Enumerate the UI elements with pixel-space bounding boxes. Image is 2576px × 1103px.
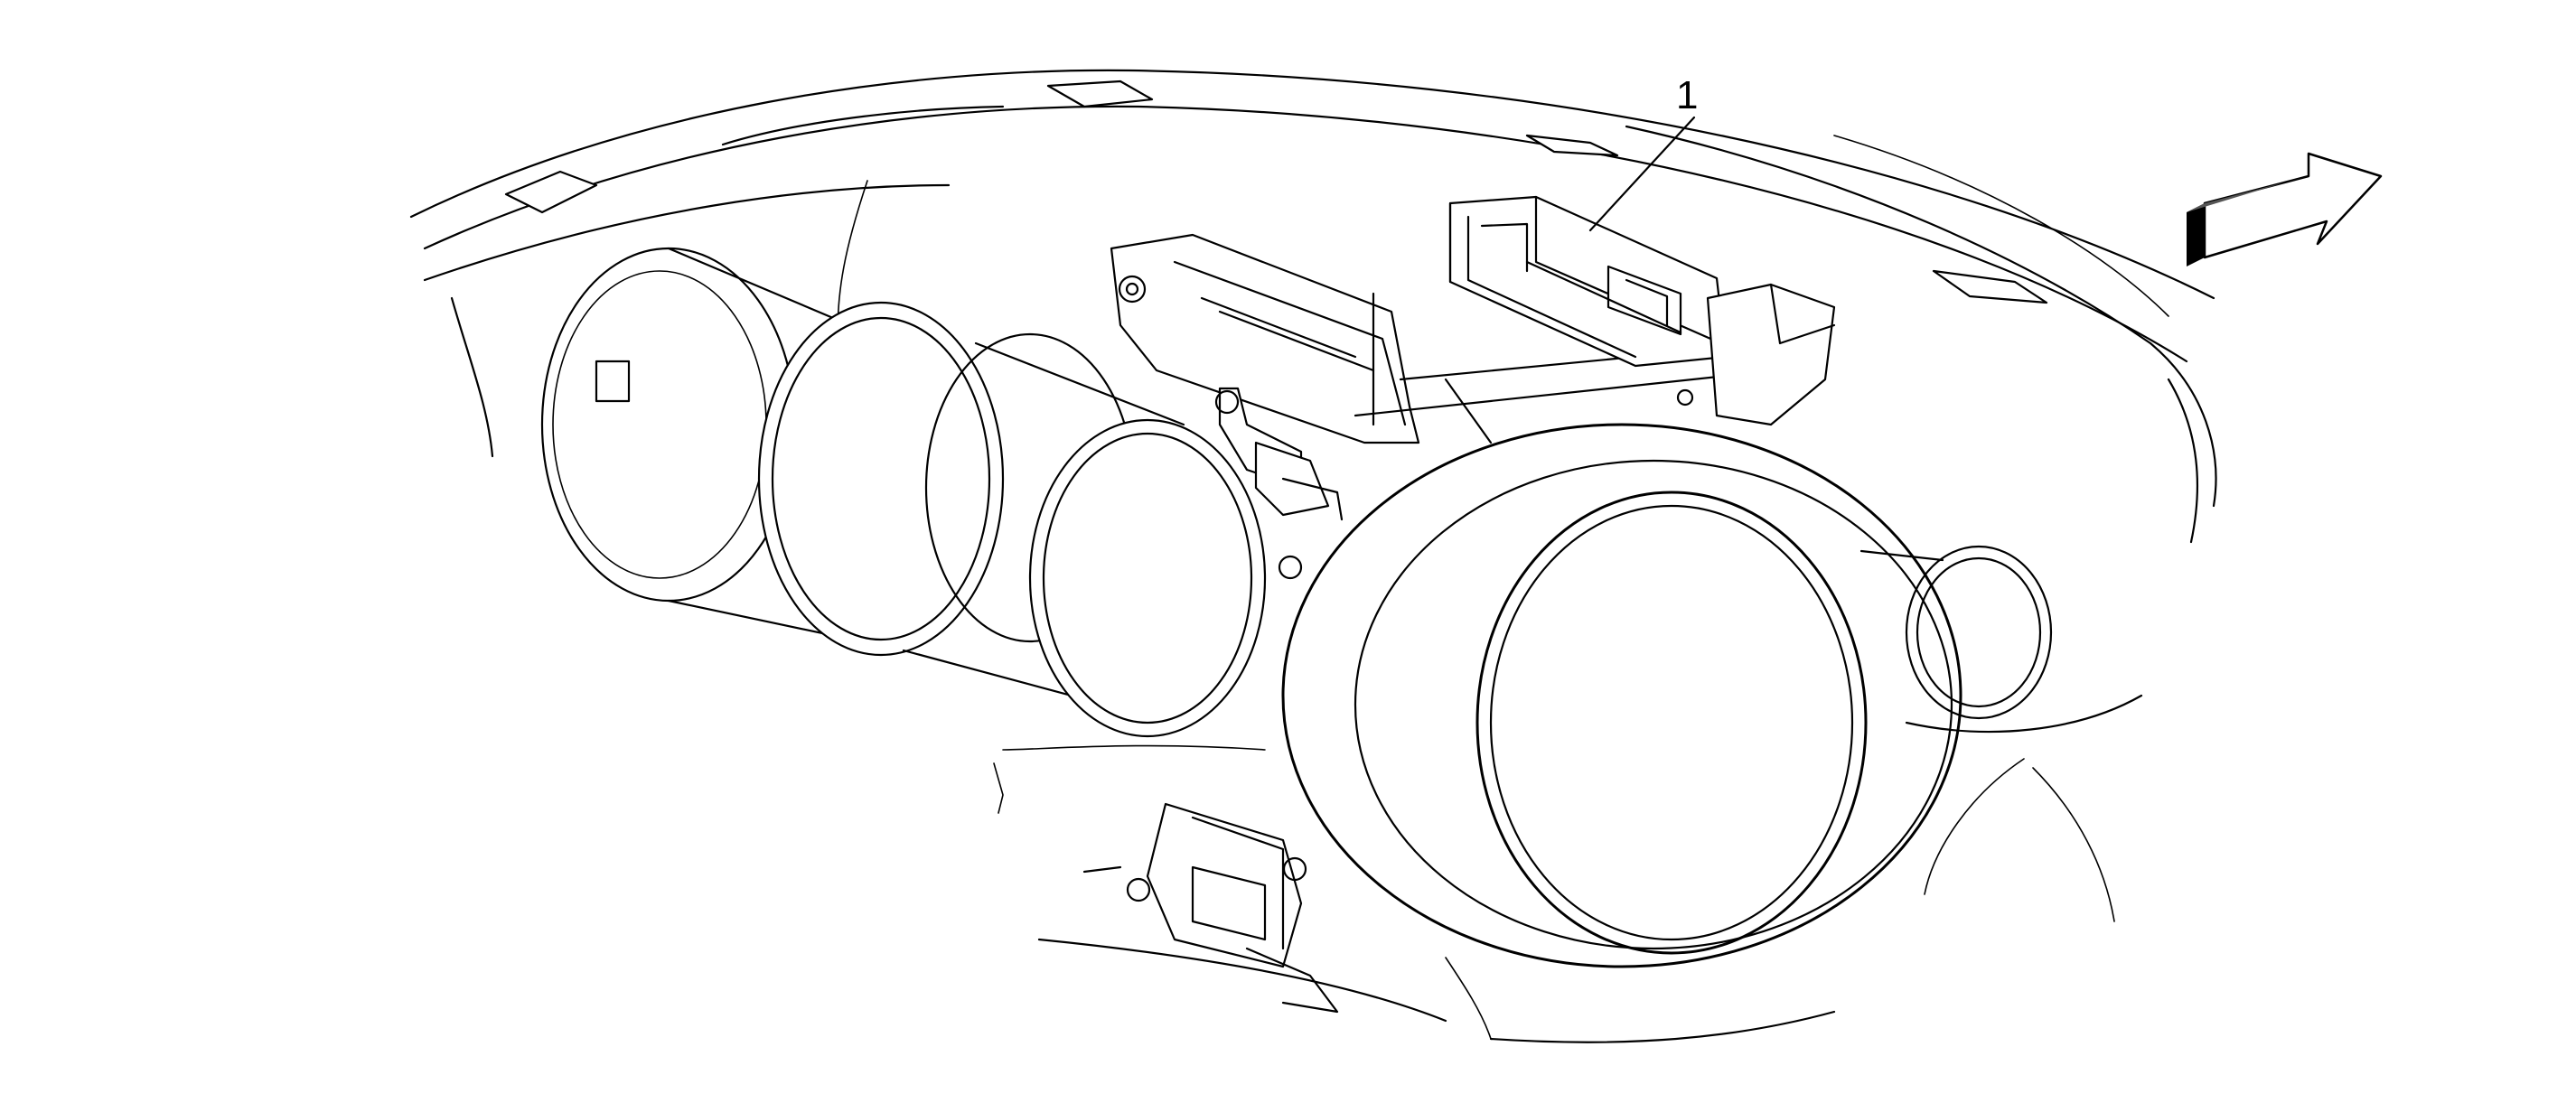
middle-gauge-housing [902,332,1267,738]
mounting-flange-right [1676,283,1836,426]
lower-panel-edge [1445,957,1836,1043]
dashboard-pad [409,69,2217,544]
callout-1: 1 [1588,73,1698,232]
forward-direction-arrow-icon [2187,152,2383,266]
speedometer-bezel [1281,423,1962,968]
lower-switch-assembly [993,744,1447,1023]
left-gauge-housing [540,247,1005,657]
module-bracket [1110,233,1777,580]
module [1372,195,1728,426]
small-right-gauge [1859,545,2143,922]
callout-leader-line [1588,116,1696,232]
callout-label: 1 [1676,73,1698,117]
